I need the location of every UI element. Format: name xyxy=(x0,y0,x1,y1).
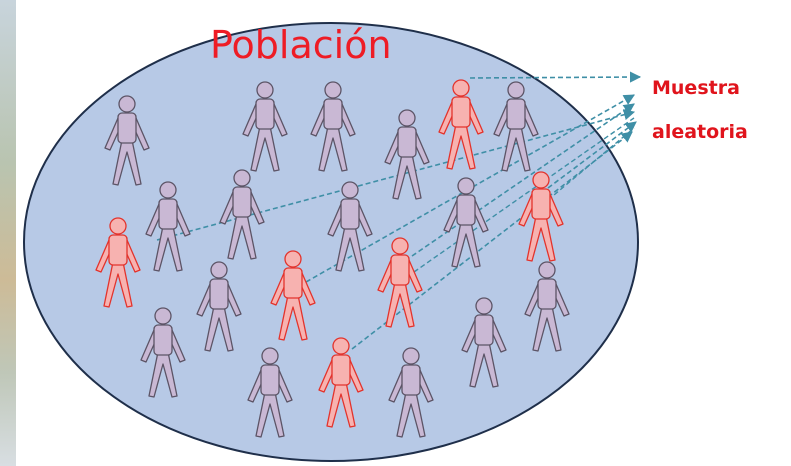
sampled-person-figure xyxy=(438,79,484,170)
person-figure xyxy=(219,169,265,260)
person-figure xyxy=(384,109,430,200)
person-figure xyxy=(461,297,507,388)
population-title: Población xyxy=(210,23,392,67)
sampled-person-figure xyxy=(270,250,316,341)
person-figure xyxy=(443,177,489,268)
people-group xyxy=(95,79,570,438)
connector-line xyxy=(413,117,635,273)
person-figure xyxy=(493,81,539,172)
person-figure xyxy=(196,261,242,352)
sampled-person-figure xyxy=(95,217,141,308)
connector-line xyxy=(469,71,642,83)
person-figure xyxy=(310,81,356,172)
person-figure xyxy=(140,307,186,398)
person-figure xyxy=(327,181,373,272)
person-figure xyxy=(388,347,434,438)
person-figure xyxy=(104,95,150,186)
background-photo-strip xyxy=(0,0,16,466)
sampled-person-figure xyxy=(318,337,364,428)
sampled-person-figure xyxy=(518,171,564,262)
sample-label-line2: aleatoria xyxy=(652,121,748,143)
connector-line xyxy=(351,131,633,350)
person-figure xyxy=(145,181,191,272)
sample-label-line1: Muestra xyxy=(652,77,740,99)
connector-line xyxy=(547,127,635,201)
person-figure xyxy=(242,81,288,172)
connector-line xyxy=(547,121,637,189)
person-figure xyxy=(247,347,293,438)
sampled-person-figure xyxy=(377,237,423,328)
person-figure xyxy=(524,261,570,352)
